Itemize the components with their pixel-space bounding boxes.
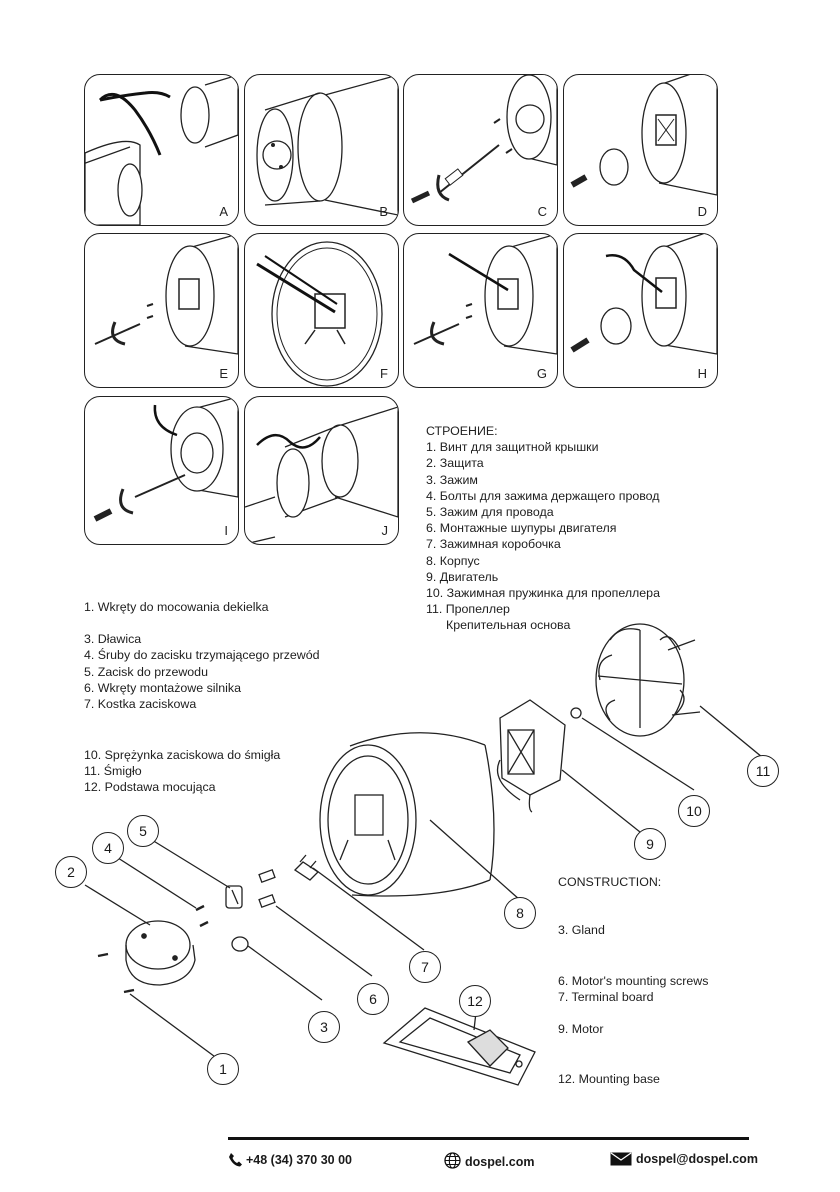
english-list-item: 3. Gland xyxy=(558,923,605,937)
list-item: 10. Зажимная пружинка для пропеллера xyxy=(426,586,660,601)
list-item: 3. Зажим xyxy=(426,472,478,487)
panel-label: B xyxy=(379,204,388,219)
callout-6: 6 xyxy=(357,983,389,1015)
list-item: 8. Корпус xyxy=(426,553,480,568)
footer-divider xyxy=(228,1137,749,1140)
step-panel-i: I xyxy=(84,396,239,545)
list-item: 1. Винт для защитной крышки xyxy=(426,440,599,455)
unscrew-clamp-illustration xyxy=(94,234,238,355)
step-panel-h: H xyxy=(563,233,718,388)
list-item: 4. Болты для зажима держащего провод xyxy=(426,488,660,503)
phone-contact[interactable]: +48 (34) 370 30 00 xyxy=(228,1152,352,1167)
fan-in-pipe-illustration xyxy=(256,75,398,216)
english-list-item: 6. Motor's mounting screws xyxy=(558,974,709,988)
pipe-cable-illustration xyxy=(85,75,238,225)
list-item: 11. Śmigło xyxy=(84,764,142,779)
callout-10: 10 xyxy=(678,795,710,827)
callout-11: 11 xyxy=(747,755,779,787)
website-link[interactable]: dospel.com xyxy=(465,1155,535,1169)
phone-icon xyxy=(229,1153,242,1167)
polish-parts-list-b: 10. Sprężynka zaciskowa do śmigła 11. Śm… xyxy=(84,747,280,796)
email-link[interactable]: dospel@dospel.com xyxy=(636,1152,758,1166)
step-panel-e: E xyxy=(84,233,239,388)
callout-9: 9 xyxy=(634,828,666,860)
list-item: 2. Защита xyxy=(426,456,484,471)
list-item: 9. Двигатель xyxy=(426,569,499,584)
panel-label: I xyxy=(224,523,228,538)
list-item: 7. Kostka zaciskowa xyxy=(84,697,197,712)
callout-8: 8 xyxy=(504,897,536,929)
callout-7: 7 xyxy=(409,951,441,983)
step-panel-f: F xyxy=(244,233,399,388)
unscrew-cover-illustration xyxy=(410,75,557,204)
panel-label: G xyxy=(536,366,547,381)
list-item: 1. Wkręty do mocowania dekielka xyxy=(84,600,269,614)
list-item: 11. Пропеллер xyxy=(426,602,510,617)
russian-heading: СТРОЕНИЕ: xyxy=(426,424,498,438)
email-contact[interactable]: dospel@dospel.com xyxy=(610,1152,758,1166)
callout-3: 3 xyxy=(308,1011,340,1043)
russian-parts-list: СТРОЕНИЕ: 1. Винт для защитной крышки 2.… xyxy=(426,423,660,634)
callout-5: 5 xyxy=(127,815,159,847)
english-list-item: 7. Terminal board xyxy=(558,990,654,1004)
step-panel-d: D xyxy=(563,74,718,226)
english-heading: CONSTRUCTION: xyxy=(558,875,662,889)
callout-2: 2 xyxy=(55,856,87,888)
globe-icon xyxy=(444,1152,461,1169)
fan-installed-illustration xyxy=(245,406,398,544)
panel-label: D xyxy=(697,204,707,219)
website-contact[interactable]: dospel.com xyxy=(444,1152,534,1169)
list-item: 7. Зажимная коробочка xyxy=(426,537,561,552)
connect-wiring-illustration xyxy=(256,241,383,387)
list-item: 10. Sprężynka zaciskowa do śmigła xyxy=(84,748,281,762)
step-panel-a: A xyxy=(84,74,239,226)
step-panel-b: B xyxy=(244,74,399,226)
list-item: 3. Dławica xyxy=(84,632,142,647)
list-item: Крепительная основа xyxy=(446,618,571,633)
english-list-item: 9. Motor xyxy=(558,1022,604,1036)
list-item: 6. Монтажные шупуры двигателя xyxy=(426,521,617,536)
step-panel-c: C xyxy=(403,74,558,226)
callout-4: 4 xyxy=(92,832,124,864)
screw-cover-illustration xyxy=(93,397,238,522)
step-panel-g: G xyxy=(403,233,558,388)
phone-number: +48 (34) 370 30 00 xyxy=(246,1153,352,1167)
panel-label: C xyxy=(537,204,547,219)
panel-label: E xyxy=(219,366,228,381)
english-parts-list: CONSTRUCTION: xyxy=(558,874,661,890)
panel-label: A xyxy=(219,204,228,219)
list-item: 5. Zacisk do przewodu xyxy=(84,664,208,679)
list-item: 12. Podstawa mocująca xyxy=(84,780,216,795)
panel-label: J xyxy=(381,523,389,538)
callout-12: 12 xyxy=(459,985,491,1017)
panel-label: H xyxy=(697,366,707,381)
panel-label: F xyxy=(380,366,388,381)
refit-cover-illustration xyxy=(570,234,717,355)
remove-cover-illustration xyxy=(570,75,717,196)
polish-parts-list-a: 1. Wkręty do mocowania dekielka 3. Dławi… xyxy=(84,599,320,712)
tighten-clamp-illustration xyxy=(413,234,557,355)
callout-1: 1 xyxy=(207,1053,239,1085)
envelope-icon xyxy=(610,1152,632,1166)
english-list-item: 12. Mounting base xyxy=(558,1072,660,1086)
step-panel-j: J xyxy=(244,396,399,545)
list-item: 4. Śruby do zacisku trzymającego przewód xyxy=(84,648,320,663)
list-item: 6. Wkręty montażowe silnika xyxy=(84,680,242,695)
list-item: 5. Зажим для провода xyxy=(426,505,554,520)
